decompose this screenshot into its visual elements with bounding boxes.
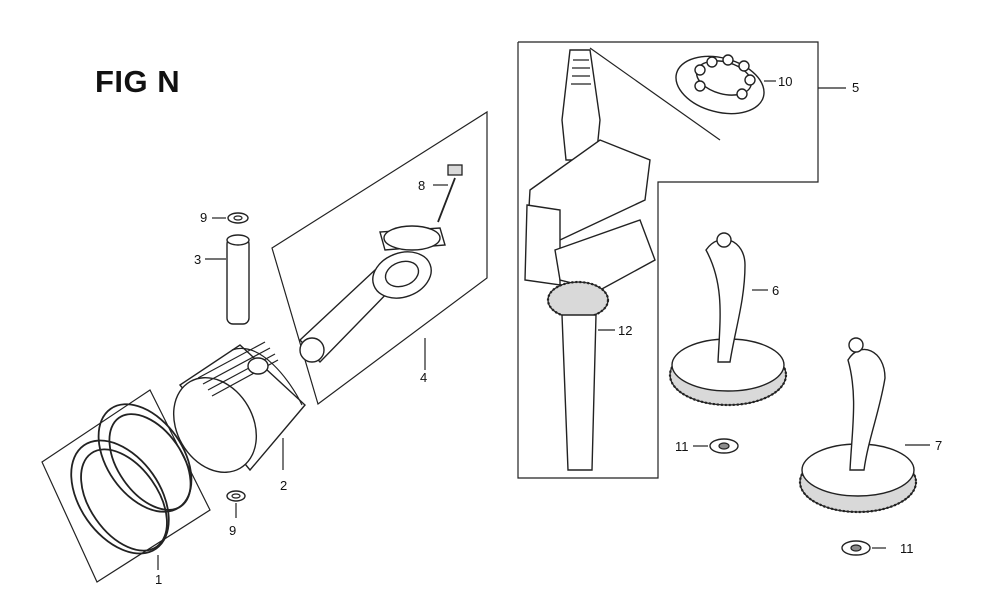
piston-pin[interactable] — [205, 234, 250, 325]
callout-2: 2 — [280, 478, 287, 493]
balancer-shaft-lower[interactable] — [798, 337, 930, 514]
callout-3: 3 — [194, 252, 201, 267]
crankshaft-assembly[interactable] — [517, 41, 846, 479]
balancer-shaft-upper[interactable] — [668, 232, 788, 407]
callout-6: 6 — [772, 283, 779, 298]
piston-pin-clip-top[interactable] — [212, 212, 249, 224]
callout-11-middle: 11 — [675, 439, 689, 454]
piston-pin-clip-bottom[interactable] — [226, 490, 246, 518]
callout-10: 10 — [778, 74, 792, 89]
balancer-washer-middle[interactable] — [693, 438, 739, 454]
connecting-rod-assembly[interactable] — [271, 110, 488, 405]
piston[interactable] — [157, 341, 306, 487]
callout-5: 5 — [852, 80, 859, 95]
callout-4: 4 — [420, 370, 427, 385]
connecting-rod-bolt[interactable] — [433, 164, 463, 223]
callout-1: 1 — [155, 572, 162, 587]
callout-12: 12 — [618, 323, 632, 338]
piston-ring-set[interactable] — [41, 387, 211, 583]
balancer-washer-bottom[interactable] — [841, 540, 886, 556]
figure-title: FIG N — [95, 64, 181, 99]
callout-9-bottom: 9 — [229, 523, 236, 538]
callout-9-top: 9 — [200, 210, 207, 225]
callout-8: 8 — [418, 178, 425, 193]
callout-7: 7 — [935, 438, 942, 453]
callout-11-bottom: 11 — [900, 541, 914, 556]
